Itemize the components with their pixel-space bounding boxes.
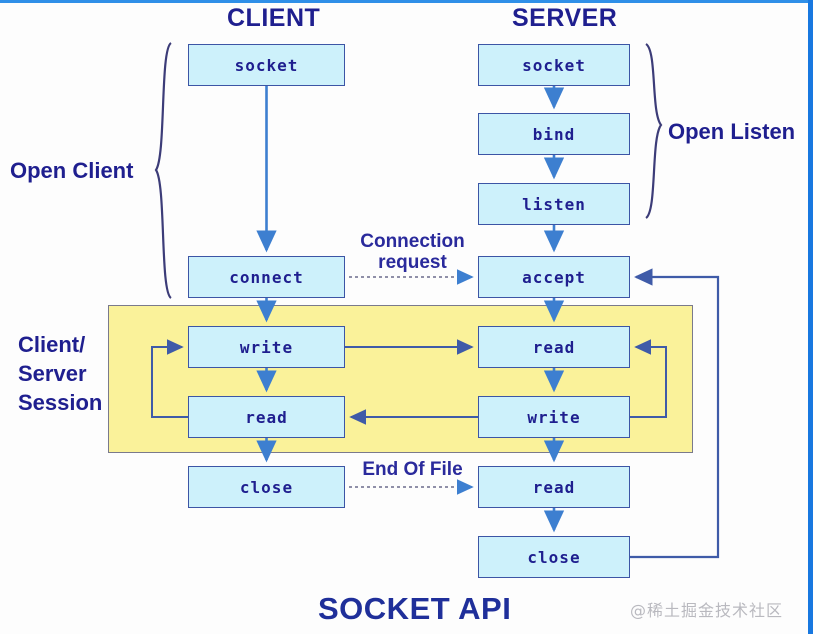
- brace-open-client: [154, 42, 172, 299]
- box-server-write[interactable]: write: [478, 396, 630, 438]
- box-client-close[interactable]: close: [188, 466, 345, 508]
- label-open-listen: Open Listen: [668, 119, 796, 144]
- box-server-listen[interactable]: listen: [478, 183, 630, 225]
- label-client-server-session: Client/ Server Session: [18, 332, 103, 416]
- box-server-close[interactable]: close: [478, 536, 630, 578]
- box-client-connect[interactable]: connect: [188, 256, 345, 298]
- box-client-write[interactable]: write: [188, 326, 345, 368]
- page-title: SOCKET API: [318, 591, 512, 626]
- box-server-accept[interactable]: accept: [478, 256, 630, 298]
- box-server-read-2[interactable]: read: [478, 466, 630, 508]
- box-server-bind[interactable]: bind: [478, 113, 630, 155]
- box-server-read-1[interactable]: read: [478, 326, 630, 368]
- box-client-read[interactable]: read: [188, 396, 345, 438]
- top-accent-rule: [0, 0, 808, 3]
- label-connection-request: Connection request: [360, 231, 465, 273]
- box-server-socket[interactable]: socket: [478, 44, 630, 86]
- column-heading-client: CLIENT: [227, 4, 321, 32]
- label-end-of-file: End Of File: [362, 459, 463, 480]
- box-client-socket[interactable]: socket: [188, 44, 345, 86]
- column-heading-server: SERVER: [512, 4, 618, 32]
- label-open-client: Open Client: [10, 158, 134, 183]
- watermark: @稀土掘金技术社区: [630, 601, 784, 620]
- brace-open-listen: [645, 43, 663, 219]
